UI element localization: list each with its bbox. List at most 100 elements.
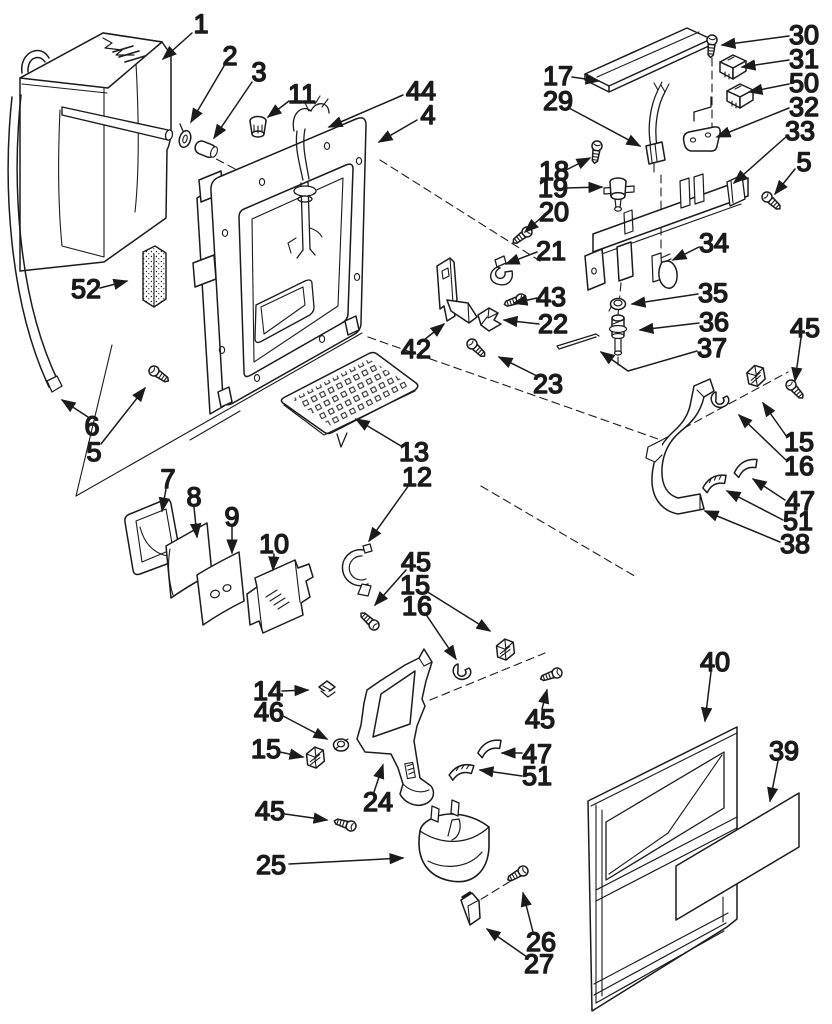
leader-line-52-26 — [99, 278, 129, 290]
part-callout-17-6: 17 — [543, 61, 573, 91]
part-callout-15-36: 15 — [400, 570, 430, 600]
part-callout-19-15: 19 — [538, 173, 568, 203]
actuator-arm-drawing — [645, 378, 715, 515]
part-callout-36-20: 36 — [699, 307, 729, 337]
clip-27-drawing — [460, 891, 481, 926]
leader-line-5-13 — [774, 168, 796, 196]
part-callout-15-48: 15 — [251, 734, 281, 764]
leader-line-35-19 — [630, 293, 699, 308]
leader-line-51-52 — [478, 766, 523, 778]
part-callout-44-4: 44 — [406, 76, 436, 106]
part-callout-25-54: 25 — [256, 850, 286, 880]
leader-line-51-42 — [725, 490, 784, 521]
screw-45-left-drawing — [332, 815, 358, 833]
leader-line-2-1 — [190, 65, 225, 124]
leader-line-20-16 — [523, 215, 544, 233]
leader-line-1-0 — [161, 32, 193, 61]
part-callout-38-43: 38 — [780, 529, 810, 559]
leader-line-21-17 — [504, 251, 538, 265]
hook-16-right-drawing — [710, 391, 730, 409]
foam-seal-drawing — [142, 245, 167, 308]
cap-drawing — [249, 115, 267, 138]
leader-line-22-23 — [502, 315, 540, 328]
tape-47-right-drawing — [732, 458, 760, 479]
door-insert-drawing — [675, 792, 800, 921]
part-callout-29-7: 29 — [543, 86, 573, 116]
dispenser-nozzle-drawing — [287, 181, 323, 259]
top-channel-drawing — [584, 27, 712, 93]
leader-line-11-3 — [266, 100, 290, 118]
fill-tube-drawing — [292, 95, 330, 181]
clip-15-left-drawing — [305, 745, 326, 770]
leader-line-23-24 — [497, 356, 540, 378]
leader-line-13-29 — [354, 418, 402, 447]
grommet-drawing — [608, 297, 627, 312]
part-callout-8-32: 8 — [186, 482, 201, 512]
part-callout-5-28: 5 — [86, 437, 101, 467]
support-rail-drawing — [584, 173, 749, 291]
door-panel-drawing — [587, 726, 738, 1012]
part-callout-31-9: 31 — [789, 44, 819, 74]
part-callout-21-17: 21 — [536, 236, 566, 266]
leader-line-12-30 — [368, 484, 410, 543]
part-callout-16-37: 16 — [402, 591, 432, 621]
screw-45-mid-drawing — [356, 608, 382, 633]
drain-tube-drawing — [7, 94, 63, 393]
part-callout-24-50: 24 — [363, 787, 393, 817]
leader-line-30-8 — [720, 35, 790, 49]
part-callout-27-56: 27 — [524, 949, 554, 979]
screw-bosses — [218, 142, 363, 382]
lamp-socket-drawing — [603, 177, 635, 212]
leader-line-6-27 — [60, 399, 89, 418]
leader-line-17-6 — [571, 73, 601, 85]
leader-line-36-20 — [638, 322, 700, 335]
part-callout-46-47: 46 — [254, 697, 284, 727]
part-callout-3-2: 3 — [251, 57, 266, 87]
leader-line-19-15 — [565, 181, 604, 194]
part-callout-37-21: 37 — [697, 333, 727, 363]
part-callout-7-31: 7 — [160, 464, 175, 494]
part-callout-51-42: 51 — [783, 506, 813, 536]
hose-clamp-drawing — [341, 543, 373, 597]
clip-14-drawing — [318, 680, 336, 698]
part-callout-35-19: 35 — [698, 278, 728, 308]
part-callout-14-46: 14 — [253, 676, 283, 706]
part-callout-51-52: 51 — [522, 761, 552, 791]
leader-line-32-11 — [715, 107, 790, 138]
tube-clamp-drawing — [178, 123, 192, 149]
part-callout-47-51: 47 — [522, 739, 552, 769]
part-callout-30-8: 30 — [789, 20, 819, 50]
part-callout-6-27: 6 — [84, 411, 99, 441]
switch-50-drawing — [726, 83, 754, 109]
clip-15-mid-drawing — [495, 637, 516, 662]
part-callout-5-13: 5 — [796, 147, 811, 177]
part-callout-9-33: 9 — [224, 502, 239, 532]
leader-line-44-4 — [327, 94, 404, 128]
leader-line-4-5 — [377, 119, 418, 143]
part-callout-12-30: 12 — [402, 462, 432, 492]
leader-line-7-31 — [158, 488, 171, 513]
leader-line-14-46 — [281, 684, 310, 697]
leader-line-37-21 — [599, 350, 698, 372]
leader-line-5-28 — [100, 386, 146, 445]
leader-line-10-34 — [268, 553, 280, 572]
part-callout-45-53: 45 — [525, 704, 555, 734]
leader-line-40-44 — [700, 671, 713, 723]
leader-line-46-47 — [282, 715, 329, 740]
leader-line-47-41 — [751, 478, 786, 501]
nut-46-drawing — [332, 738, 350, 752]
part-callout-47-41: 47 — [785, 486, 815, 516]
leader-line-45-49 — [284, 812, 329, 824]
bracket-42-drawing — [436, 257, 478, 324]
part-callout-1-0: 1 — [193, 9, 208, 39]
leader-line-26-55 — [520, 891, 534, 933]
bracket-22-drawing — [477, 307, 502, 332]
switch-bracket-drawing — [682, 126, 721, 152]
part-callout-32-11: 32 — [789, 92, 819, 122]
part-callout-4-5: 4 — [420, 100, 435, 130]
gasket-plate-drawing — [196, 551, 245, 626]
screw-5-right-drawing — [759, 189, 785, 214]
screw-26-drawing — [504, 863, 531, 885]
